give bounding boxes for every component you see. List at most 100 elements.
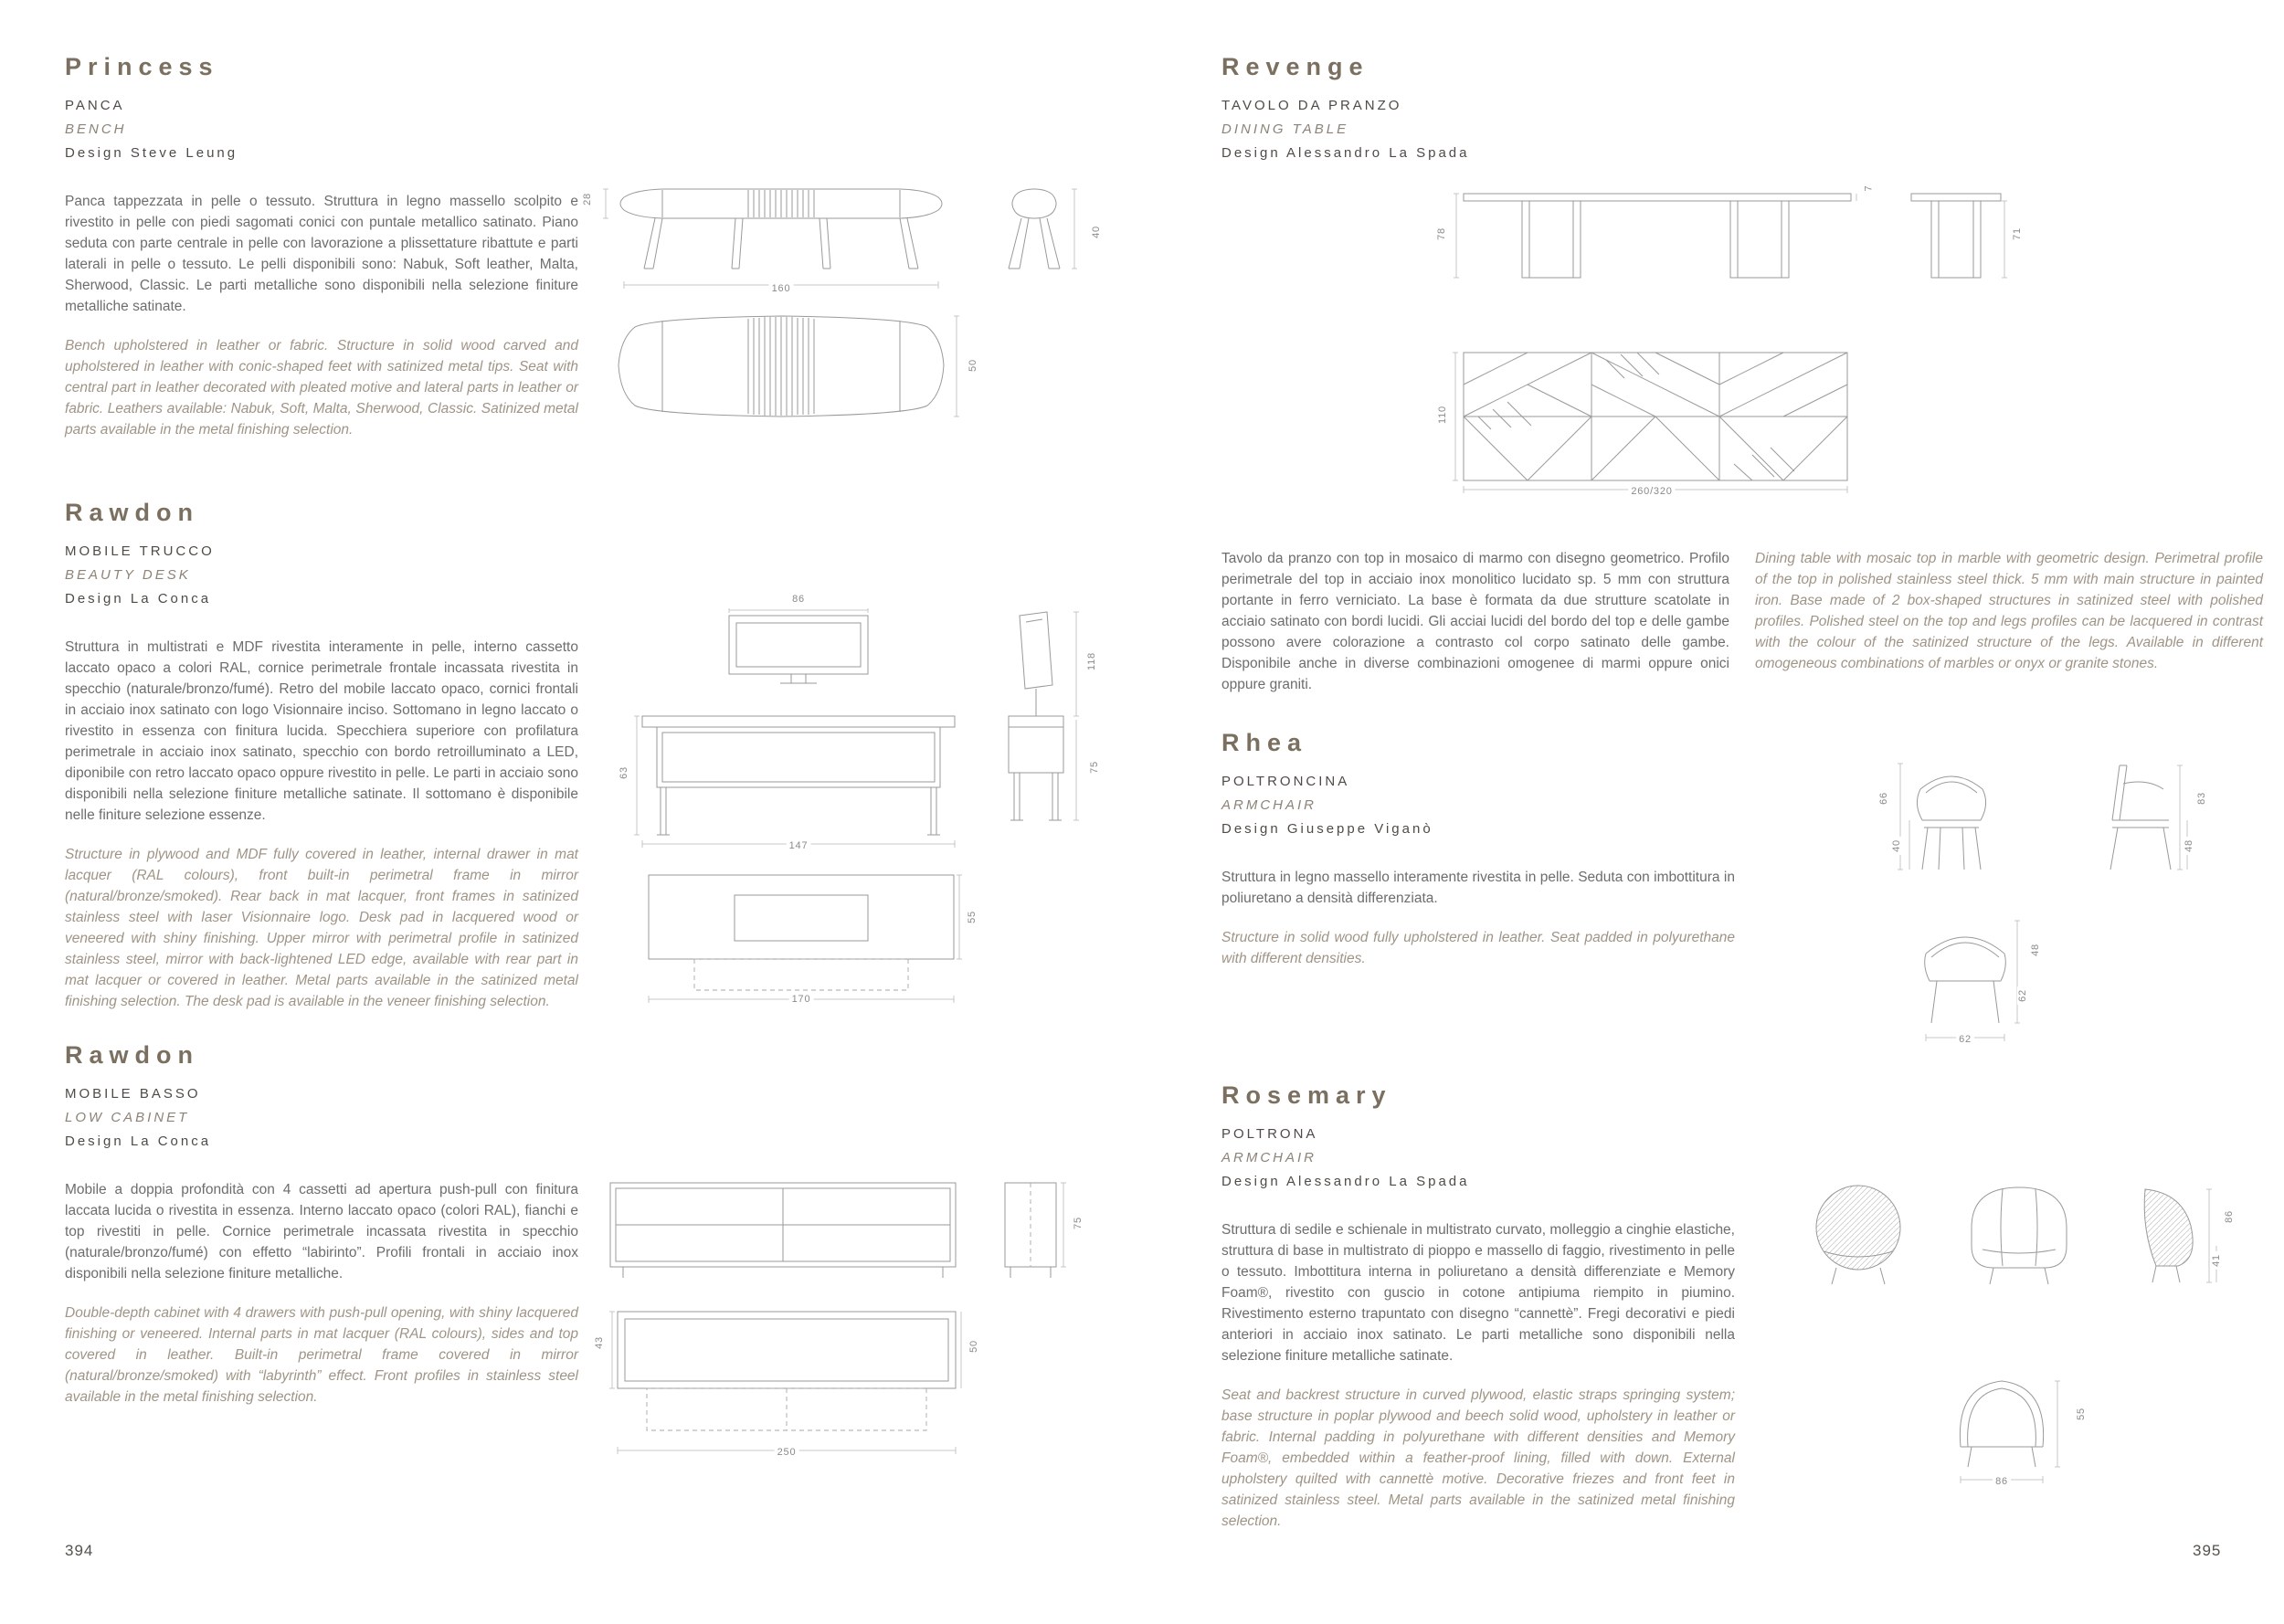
dimension-label: 86: [2224, 1207, 2236, 1226]
description-it: Mobile a doppia profondità con 4 cassett…: [65, 1182, 578, 1281]
table-side-line-art: [1910, 193, 2007, 279]
rosemary-shell-line-art: [1959, 1380, 2060, 1483]
dimension-label: 40: [1091, 223, 1103, 241]
description-it: Struttura di sedile e schienale in multi…: [1221, 1222, 1735, 1364]
dimension-label: 86: [789, 594, 808, 605]
product-title: Rhea: [1221, 729, 1308, 756]
desk-side-line-art: [1008, 611, 1079, 821]
table-top-line-art: [1453, 352, 1848, 493]
rosemary-back-view-drawing: [1789, 1178, 1933, 1290]
product-princess: Princess PANCA BENCH Design Steve Leung …: [65, 53, 578, 440]
product-title: Rosemary: [1221, 1081, 1392, 1109]
revenge-descriptions: Tavolo da pranzo con top in mosaico di m…: [1221, 548, 2263, 695]
category-it: POLTRONCINA: [1221, 774, 1350, 789]
product-rawdon-low-cabinet: Rawdon MOBILE BASSO LOW CABINET Design L…: [65, 1041, 578, 1408]
table-front-view-drawing: 78 7: [1435, 181, 1875, 298]
category-en: DINING TABLE: [1221, 121, 1349, 137]
description-en: Structure in plywood and MDF fully cover…: [65, 847, 578, 1009]
product-title: Rawdon: [65, 1041, 199, 1069]
bench-side-view-drawing: 40: [979, 179, 1103, 300]
description-it: Struttura in multistrati e MDF rivestita…: [65, 639, 578, 823]
armchair-side-view-drawing: 83 48: [2079, 753, 2208, 882]
dimension-label: 28: [581, 190, 593, 208]
product-title: Princess: [65, 53, 219, 80]
category-it: PANCA: [65, 98, 125, 113]
dimension-label: 110: [1436, 403, 1448, 427]
armchair-front-line-art: [1898, 763, 1986, 870]
rosemary-shell-view-drawing: 55 86: [1930, 1359, 2088, 1489]
category-en: LOW CABINET: [65, 1110, 190, 1125]
category-en: ARMCHAIR: [1221, 1150, 1317, 1165]
cabinet-front-view-drawing: [601, 1172, 965, 1292]
desk-mirror-line-art: [728, 608, 869, 684]
dimension-label: 66: [1877, 789, 1889, 807]
dimension-label: 78: [1435, 225, 1447, 243]
dimension-label: 50: [968, 1337, 980, 1355]
product-rhea: Rhea POLTRONCINA ARMCHAIR Design Giusepp…: [1221, 729, 1735, 969]
category-it: MOBILE BASSO: [65, 1086, 201, 1102]
designer-line: Design Alessandro La Spada: [1221, 145, 1470, 161]
dimension-label: 43: [593, 1334, 605, 1352]
designer-line: Design La Conca: [65, 1134, 212, 1149]
rosemary-front-view-drawing: [1950, 1178, 2088, 1290]
dimension-label: 250: [774, 1447, 799, 1458]
armchair-front-view-drawing: 66 40: [1877, 753, 2010, 882]
description-en: Seat and backrest structure in curved pl…: [1221, 1387, 1735, 1529]
description-it: Struttura in legno massello interamente …: [1221, 870, 1735, 906]
table-front-line-art: [1454, 193, 1857, 279]
rosemary-side-line-art: [2143, 1188, 2217, 1283]
cabinet-plan-view-drawing: 43 50 250: [593, 1302, 980, 1460]
designer-line: Design Alessandro La Spada: [1221, 1174, 1470, 1189]
bench-top-view-drawing: 50: [598, 307, 979, 433]
description-it: Panca tappezzata in pelle o tessuto. Str…: [65, 194, 578, 314]
page-number-right: 395: [2193, 1542, 2222, 1559]
dimension-label: 260/320: [1628, 486, 1676, 497]
dimension-label: 86: [1993, 1476, 2011, 1487]
cabinet-side-line-art: [1004, 1182, 1066, 1278]
dimension-label: 48: [2030, 941, 2042, 959]
product-rosemary: Rosemary POLTRONA ARMCHAIR Design Alessa…: [1221, 1081, 1735, 1532]
category-it: TAVOLO DA PRANZO: [1221, 98, 1402, 113]
designer-line: Design La Conca: [65, 591, 212, 606]
category-it: POLTRONA: [1221, 1126, 1318, 1142]
cabinet-side-view-drawing: 75: [992, 1172, 1084, 1292]
designer-line: Design Giuseppe Viganò: [1221, 821, 1433, 837]
desk-front-line-art: [634, 715, 956, 848]
description-en: Bench upholstered in leather or fabric. …: [65, 338, 578, 438]
cabinet-front-line-art: [609, 1182, 957, 1278]
cabinet-plan-line-art: [609, 1311, 962, 1454]
dimension-label: 118: [1086, 649, 1098, 673]
desk-top-view-drawing: 55 170: [640, 866, 978, 1005]
dimension-label: 160: [768, 283, 794, 294]
rosemary-side-view-drawing: 86 41: [2114, 1178, 2236, 1290]
category-en: BENCH: [65, 121, 127, 137]
dimension-label: 71: [2012, 225, 2024, 243]
desk-side-view-drawing: 118 75: [989, 608, 1101, 853]
description-en: Dining table with mosaic top in marble w…: [1755, 551, 2263, 671]
dimension-label: 40: [1890, 837, 1902, 855]
dimension-label: 41: [2211, 1251, 2223, 1270]
category-it: MOBILE TRUCCO: [65, 543, 215, 559]
category-en: ARMCHAIR: [1221, 797, 1317, 813]
dimension-label: 62: [2017, 986, 2029, 1005]
bench-top-line-art: [618, 315, 959, 417]
dimension-label: 55: [2076, 1405, 2088, 1423]
dimension-label: 83: [2196, 789, 2208, 807]
desk-front-view-drawing: 63 147: [618, 696, 964, 851]
dimension-label: 7: [1863, 182, 1875, 195]
desk-mirror-drawing: 86: [720, 594, 877, 691]
dimension-label: 75: [1073, 1214, 1084, 1232]
dimension-label: 63: [618, 764, 629, 782]
description-en: Structure in solid wood fully upholstere…: [1221, 930, 1735, 966]
product-rawdon-beauty-desk: Rawdon MOBILE TRUCCO BEAUTY DESK Design …: [65, 499, 578, 1012]
dimension-label: 50: [968, 356, 979, 374]
bench-front-view-drawing: 28 160: [581, 179, 964, 300]
dimension-label: 48: [2184, 837, 2195, 855]
table-side-view-drawing: 71: [1902, 181, 2024, 298]
armchair-second-line-art: [1924, 920, 2020, 1041]
armchair-side-line-art: [2110, 765, 2188, 870]
page-number-left: 394: [65, 1542, 94, 1559]
product-revenge: Revenge TAVOLO DA PRANZO DINING TABLE De…: [1221, 53, 1879, 165]
description-en: Double-depth cabinet with 4 drawers with…: [65, 1305, 578, 1405]
dimension-label: 75: [1089, 758, 1101, 776]
